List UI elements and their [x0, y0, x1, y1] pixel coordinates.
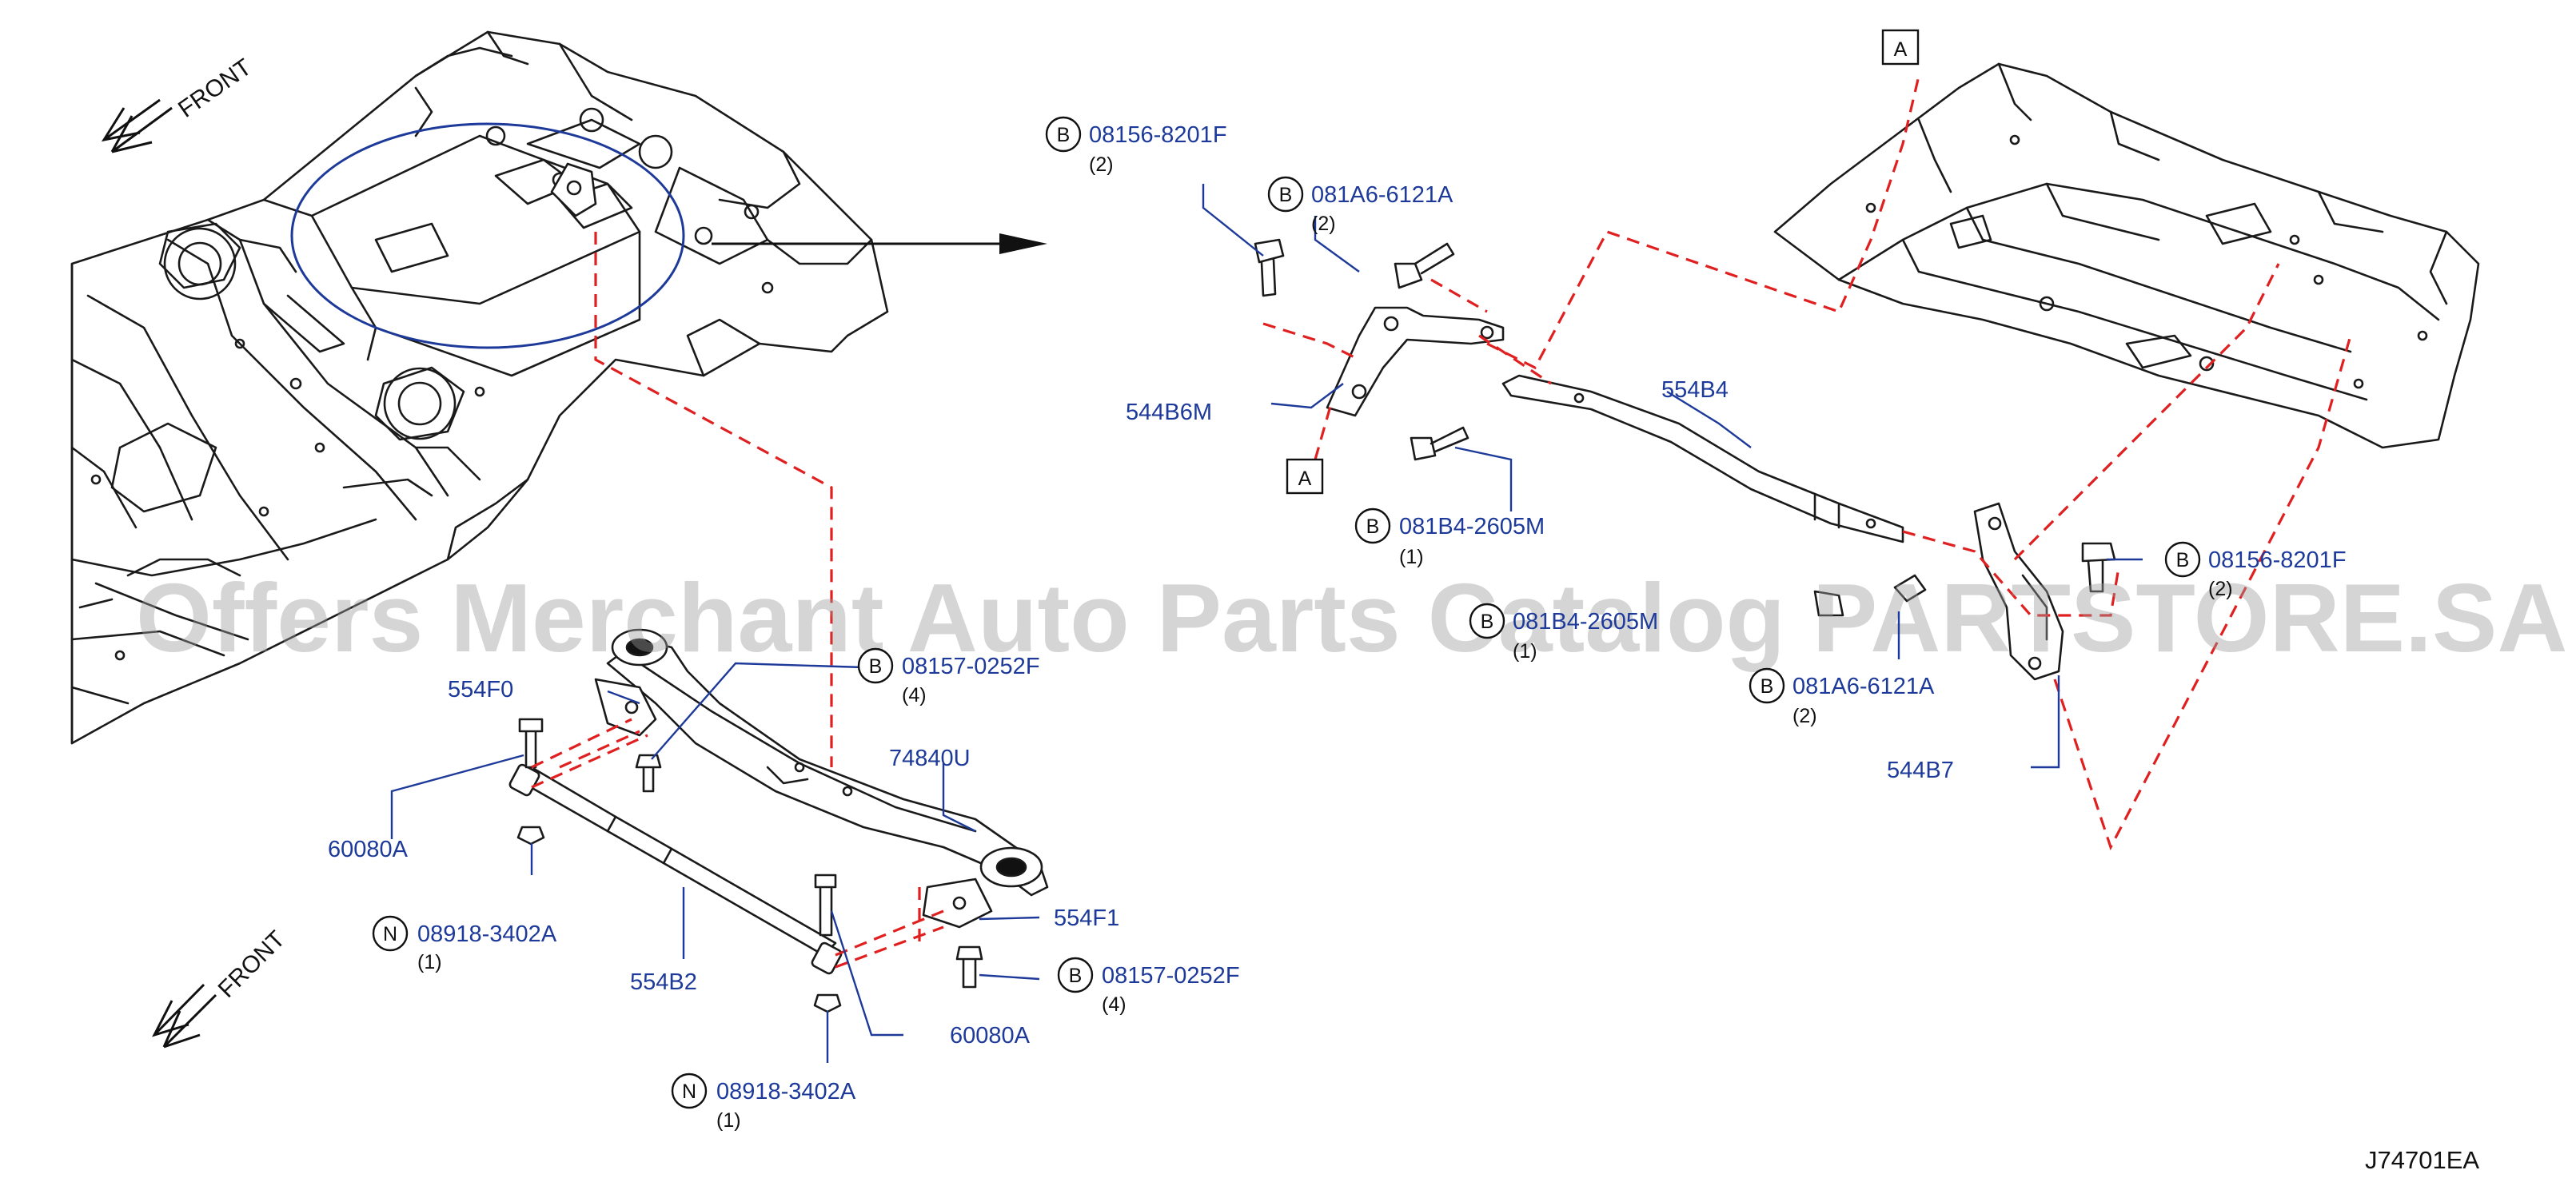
watermark-text: Offers Merchant Auto Parts Catalog PARTS…: [136, 563, 2567, 672]
callout-b-081a6-6121a-upper[interactable]: B 081A6-6121A (2): [1267, 176, 1453, 235]
svg-text:N: N: [383, 923, 397, 945]
front-arrow-bottom: FRONT: [152, 926, 290, 1049]
view-marker-a-top: A: [1881, 29, 1920, 66]
part-number[interactable]: 081B4-2605M: [1399, 514, 1545, 539]
part-number[interactable]: 08156-8201F: [2208, 547, 2347, 573]
svg-text:B: B: [1761, 675, 1774, 698]
part-label-554b4[interactable]: 554B4: [1661, 377, 1729, 403]
callout-b-08157-0252f-bottom[interactable]: B 08157-0252F (4): [1057, 957, 1240, 1016]
svg-text:A: A: [1894, 38, 1908, 61]
front-arrow-top: FRONT: [101, 54, 257, 153]
part-label-554f1[interactable]: 554F1: [1054, 905, 1119, 931]
part-label-544b7[interactable]: 544B7: [1887, 758, 1954, 783]
floor-detail-holes: [90, 107, 774, 661]
front-label-top: FRONT: [173, 54, 257, 122]
part-number[interactable]: 081A6-6121A: [1311, 182, 1453, 208]
part-number[interactable]: 08918-3402A: [417, 921, 557, 947]
quantity: (2): [1792, 705, 1817, 727]
svg-text:B: B: [2176, 549, 2190, 571]
part-label-544b6m[interactable]: 544B6M: [1126, 400, 1212, 425]
stabilizer-rod-554b4: [1501, 374, 1904, 543]
callout-b-081b4-2605m-upper[interactable]: B 081B4-2605M (1): [1354, 507, 1545, 568]
part-label-554f0[interactable]: 554F0: [448, 677, 513, 702]
svg-text:B: B: [1057, 124, 1071, 146]
part-label-60080a-right[interactable]: 60080A: [950, 1023, 1031, 1049]
svg-text:N: N: [682, 1081, 696, 1103]
callout-b-081b4-2605m-lower[interactable]: B 081B4-2605M (1): [1469, 603, 1658, 663]
bracket-554f1: [922, 878, 993, 929]
quantity: (1): [1513, 640, 1537, 663]
quantity: (1): [716, 1109, 741, 1132]
detail-arrow: [712, 233, 1047, 254]
svg-text:B: B: [1069, 965, 1083, 987]
part-label-74840u[interactable]: 74840U: [889, 746, 971, 771]
part-number[interactable]: 08157-0252F: [902, 654, 1040, 679]
detail-area-ellipse: [290, 122, 685, 349]
view-marker-a-bracket: A: [1286, 458, 1324, 495]
svg-text:B: B: [1481, 611, 1494, 633]
callout-n-08918-3402a-bottom[interactable]: N 08918-3402A (1): [671, 1073, 856, 1132]
part-number[interactable]: 081A6-6121A: [1792, 674, 1935, 699]
callout-b-081a6-6121a-lower[interactable]: B 081A6-6121A (2): [1749, 667, 1935, 727]
hidden-line-connections: [531, 75, 2352, 969]
quantity: (2): [1089, 153, 1114, 176]
callout-b-08156-8201f-right[interactable]: B 08156-8201F (2): [2164, 541, 2347, 600]
part-number[interactable]: 08156-8201F: [1089, 122, 1227, 148]
part-label-60080a-left[interactable]: 60080A: [328, 837, 409, 862]
quantity: (4): [1102, 993, 1127, 1016]
quantity: (1): [1399, 546, 1424, 568]
floor-mount-bracket: [550, 162, 597, 217]
front-label-bottom: FRONT: [213, 926, 290, 1003]
callout-n-08918-3402a-left[interactable]: N 08918-3402A (1): [372, 915, 557, 973]
rear-body-section: [1773, 62, 2480, 449]
bracket-544b7: [1973, 502, 2064, 681]
crossmember-74840u: [606, 628, 1049, 897]
part-number[interactable]: 08157-0252F: [1102, 963, 1240, 989]
fasteners-lower-left: [516, 718, 983, 1013]
part-label-554b2[interactable]: 554B2: [630, 969, 697, 995]
svg-text:B: B: [1279, 184, 1293, 206]
callout-b-08157-0252f-top[interactable]: B 08157-0252F (4): [857, 647, 1040, 706]
svg-text:A: A: [1298, 468, 1312, 490]
quantity: (2): [2208, 578, 2233, 600]
rod-554b2: [508, 763, 843, 975]
diagram-code: J74701EA: [2365, 1146, 2479, 1174]
callout-b-08156-8201f-upper[interactable]: B 08156-8201F (2): [1045, 116, 1227, 176]
quantity: (1): [417, 951, 442, 973]
bolts-upper-middle: [1254, 238, 1844, 617]
svg-text:B: B: [1366, 515, 1380, 538]
quantity: (4): [902, 684, 927, 706]
part-number[interactable]: 081B4-2605M: [1513, 609, 1658, 635]
bracket-544b6m: [1326, 306, 1505, 417]
leader-lines: [390, 184, 2143, 1063]
svg-text:B: B: [869, 655, 883, 678]
part-number[interactable]: 08918-3402A: [716, 1079, 856, 1104]
quantity: (2): [1311, 213, 1336, 235]
